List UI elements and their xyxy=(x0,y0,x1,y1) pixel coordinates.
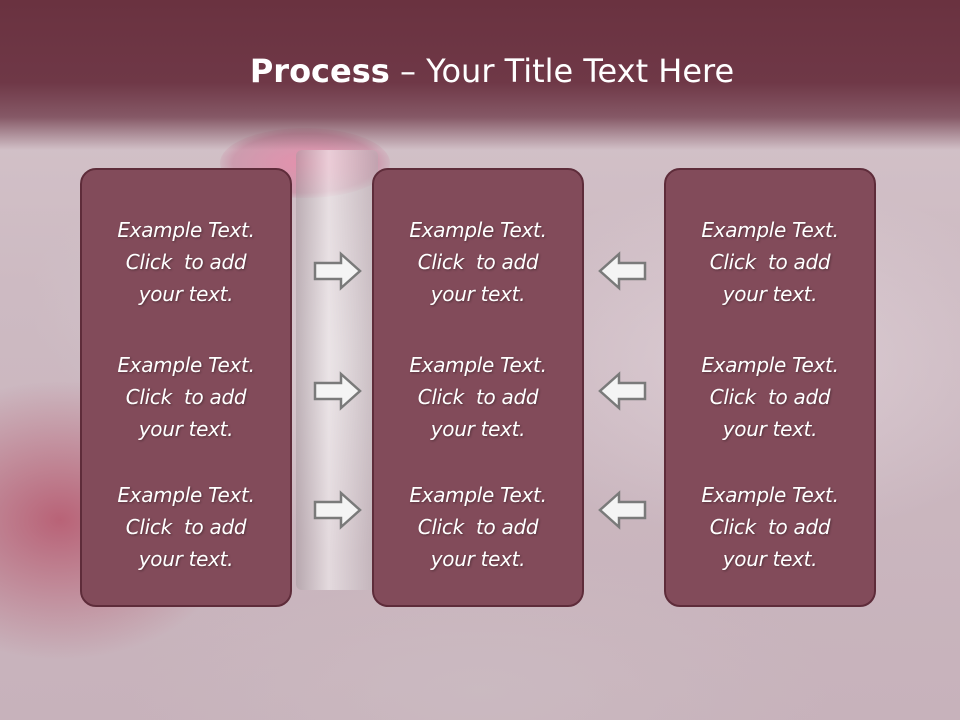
text-line: Click to add xyxy=(417,515,539,539)
text-line: Click to add xyxy=(417,250,539,274)
process-panel-center[interactable]: Example Text. Click to add your text. Ex… xyxy=(372,168,584,607)
text-line: Example Text. xyxy=(409,353,547,377)
text-line: Example Text. xyxy=(701,483,839,507)
text-line: your text. xyxy=(722,282,818,306)
text-line: Example Text. xyxy=(117,218,255,242)
text-line: Click to add xyxy=(417,385,539,409)
text-line: Example Text. xyxy=(409,483,547,507)
title-rest: – Your Title Text Here xyxy=(389,52,735,90)
text-block[interactable]: Example Text. Click to add your text. xyxy=(82,349,290,445)
title-bar xyxy=(0,0,960,150)
text-line: Click to add xyxy=(709,385,831,409)
arrow-right-icon xyxy=(313,371,362,411)
text-block[interactable]: Example Text. Click to add your text. xyxy=(82,214,290,310)
text-line: your text. xyxy=(722,547,818,571)
text-line: your text. xyxy=(722,417,818,441)
text-line: Click to add xyxy=(709,515,831,539)
text-block[interactable]: Example Text. Click to add your text. xyxy=(666,214,874,310)
arrow-left-icon xyxy=(598,371,647,411)
text-block[interactable]: Example Text. Click to add your text. xyxy=(666,349,874,445)
text-line: Example Text. xyxy=(409,218,547,242)
arrow-left-icon xyxy=(598,251,647,291)
text-line: your text. xyxy=(138,282,234,306)
text-line: Click to add xyxy=(125,385,247,409)
text-line: Example Text. xyxy=(117,483,255,507)
text-line: Example Text. xyxy=(117,353,255,377)
text-line: Example Text. xyxy=(701,353,839,377)
text-block[interactable]: Example Text. Click to add your text. xyxy=(666,479,874,575)
text-line: Click to add xyxy=(709,250,831,274)
title-bold: Process xyxy=(249,52,390,90)
text-block[interactable]: Example Text. Click to add your text. xyxy=(374,479,582,575)
text-block[interactable]: Example Text. Click to add your text. xyxy=(374,349,582,445)
process-panel-left[interactable]: Example Text. Click to add your text. Ex… xyxy=(80,168,292,607)
text-line: your text. xyxy=(138,547,234,571)
process-panel-right[interactable]: Example Text. Click to add your text. Ex… xyxy=(664,168,876,607)
text-block[interactable]: Example Text. Click to add your text. xyxy=(374,214,582,310)
text-line: Click to add xyxy=(125,515,247,539)
arrow-right-icon xyxy=(313,490,362,530)
arrow-right-icon xyxy=(313,251,362,291)
text-line: your text. xyxy=(430,417,526,441)
text-block[interactable]: Example Text. Click to add your text. xyxy=(82,479,290,575)
text-line: your text. xyxy=(430,282,526,306)
text-line: your text. xyxy=(138,417,234,441)
text-line: Example Text. xyxy=(701,218,839,242)
slide-title[interactable]: Process – Your Title Text Here xyxy=(0,52,960,90)
text-line: your text. xyxy=(430,547,526,571)
text-line: Click to add xyxy=(125,250,247,274)
arrow-left-icon xyxy=(598,490,647,530)
